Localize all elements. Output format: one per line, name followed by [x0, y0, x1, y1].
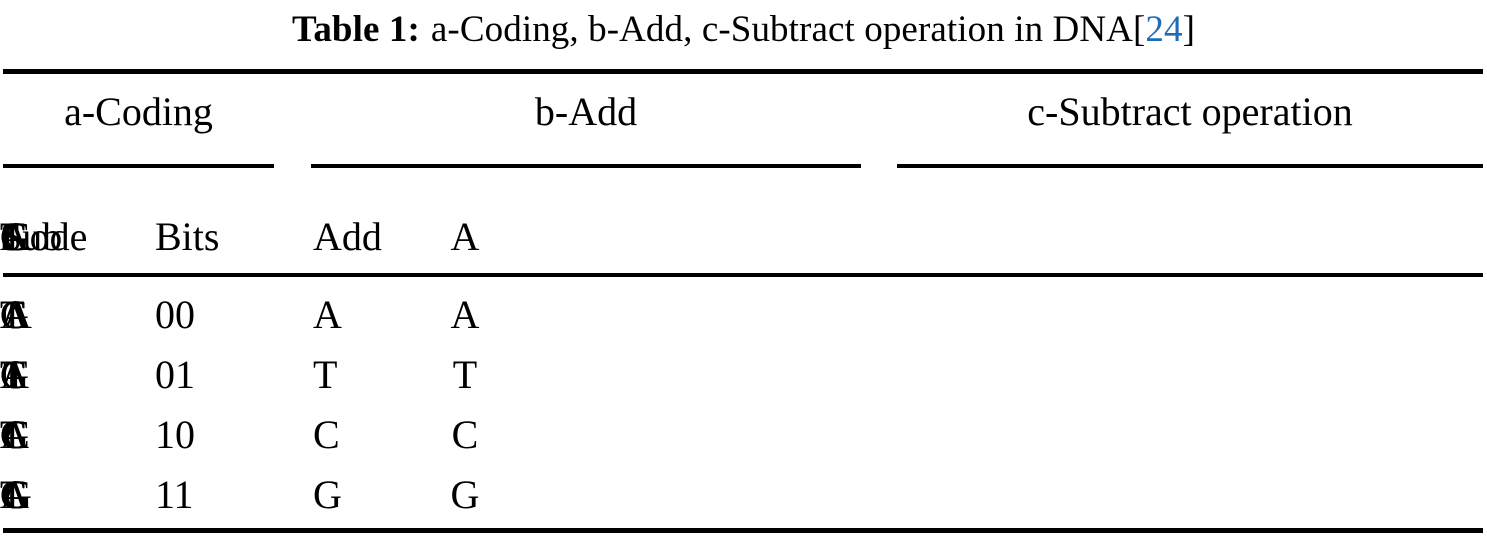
cell-add: G	[313, 472, 342, 517]
cell-add-g: C	[0, 352, 27, 397]
cell-add-a: C	[451, 412, 479, 457]
table-row: T 01 T T A G C T C A T G	[0, 347, 1487, 403]
cell-sub-a: A	[0, 292, 29, 337]
citation-bracket-close: ]	[1182, 9, 1196, 50]
group-header-a-coding: a-Coding	[64, 89, 213, 134]
cell-bits: 11	[155, 472, 194, 517]
column-header-code: Code	[3, 214, 88, 259]
cell-sub-a: G	[0, 412, 29, 457]
cell-add-c: T	[0, 472, 25, 517]
cell-code: G	[3, 472, 32, 517]
table-row: A 00 A A T C G A A T G C	[0, 287, 1487, 343]
cell-add-g: T	[0, 412, 25, 457]
table-row: G 11 G G C T A G T G C A	[0, 467, 1487, 523]
cell-sub: G	[0, 472, 29, 517]
cell-sub-t: A	[0, 352, 29, 397]
cell-sub: A	[0, 292, 29, 337]
column-header-add-c: C	[0, 214, 27, 259]
table-header-rule	[3, 273, 1483, 277]
cell-sub-a: C	[0, 352, 27, 397]
cell-sub: C	[0, 412, 27, 457]
column-header-sub-t: T	[0, 214, 25, 259]
column-header-sub-g: G	[0, 214, 29, 259]
table-caption-label: Table 1:	[291, 9, 420, 50]
column-header-sub-a: A	[0, 214, 29, 259]
cell-add-t: G	[0, 412, 29, 457]
cell-bits: 10	[155, 412, 195, 457]
cell-add: C	[313, 412, 340, 457]
table-row: C 10 C C G A T C G C A T	[0, 407, 1487, 463]
cell-add: T	[313, 352, 338, 397]
cell-sub-g: A	[0, 472, 29, 517]
cell-add-g: G	[0, 292, 29, 337]
column-header-add-t: T	[0, 214, 25, 259]
cell-sub-c: G	[0, 292, 29, 337]
column-header-add-g: G	[0, 214, 29, 259]
group-header-b-add: b-Add	[534, 89, 638, 134]
cell-add-a: T	[452, 352, 478, 397]
table-caption-text: a-Coding, b-Add, c-Subtract operation in…	[430, 9, 1133, 50]
cell-sub-t: G	[0, 472, 29, 517]
cell-sub-g: T	[0, 412, 25, 457]
column-header-bits: Bits	[155, 214, 220, 259]
cell-bits: 01	[155, 352, 195, 397]
group-rule-c-subtract	[897, 164, 1483, 168]
cell-sub-c: T	[0, 352, 25, 397]
column-header-sub: Sub	[0, 214, 63, 259]
table-group-header-row: a-Coding b-Add c-Subtract operation	[0, 84, 1487, 140]
group-rule-a-coding	[3, 164, 274, 168]
cell-sub-a: T	[0, 472, 25, 517]
cell-sub-t: T	[0, 292, 25, 337]
cell-sub: T	[0, 352, 25, 397]
table-bottom-rule	[3, 528, 1483, 533]
cell-sub-g: C	[0, 292, 27, 337]
table-column-header-row: Code Bits Add A T C G Sub A T C G	[0, 209, 1487, 265]
group-header-c-subtract: c-Subtract operation	[1027, 89, 1353, 134]
cell-add-a: G	[450, 472, 480, 517]
column-header-add-a: A	[450, 214, 480, 259]
cell-code: T	[3, 352, 28, 397]
cell-sub-t: C	[0, 412, 27, 457]
cell-add-c: C	[0, 292, 27, 337]
cell-add-t: C	[0, 472, 27, 517]
table-caption: Table 1: a-Coding, b-Add, c-Subtract ope…	[0, 0, 1487, 60]
cell-code: C	[3, 412, 30, 457]
table-top-rule	[3, 69, 1483, 74]
citation-link-24[interactable]: 24	[1145, 9, 1183, 50]
cell-add-g: A	[0, 472, 29, 517]
cell-add-t: T	[0, 292, 25, 337]
cell-sub-g: G	[0, 352, 29, 397]
cell-bits: 00	[155, 292, 195, 337]
column-header-sub-c: C	[0, 214, 27, 259]
group-rule-b-add	[311, 164, 861, 168]
cell-sub-c: A	[0, 412, 29, 457]
citation-bracket-open: [	[1133, 9, 1146, 50]
cell-add-c: A	[0, 412, 29, 457]
column-header-add: Add	[313, 214, 382, 259]
cell-add-t: A	[0, 352, 29, 397]
cell-add-a: A	[450, 292, 480, 337]
cell-add: A	[313, 292, 342, 337]
cell-sub-c: C	[0, 472, 27, 517]
cell-code: A	[3, 292, 32, 337]
cell-add-c: G	[0, 352, 29, 397]
